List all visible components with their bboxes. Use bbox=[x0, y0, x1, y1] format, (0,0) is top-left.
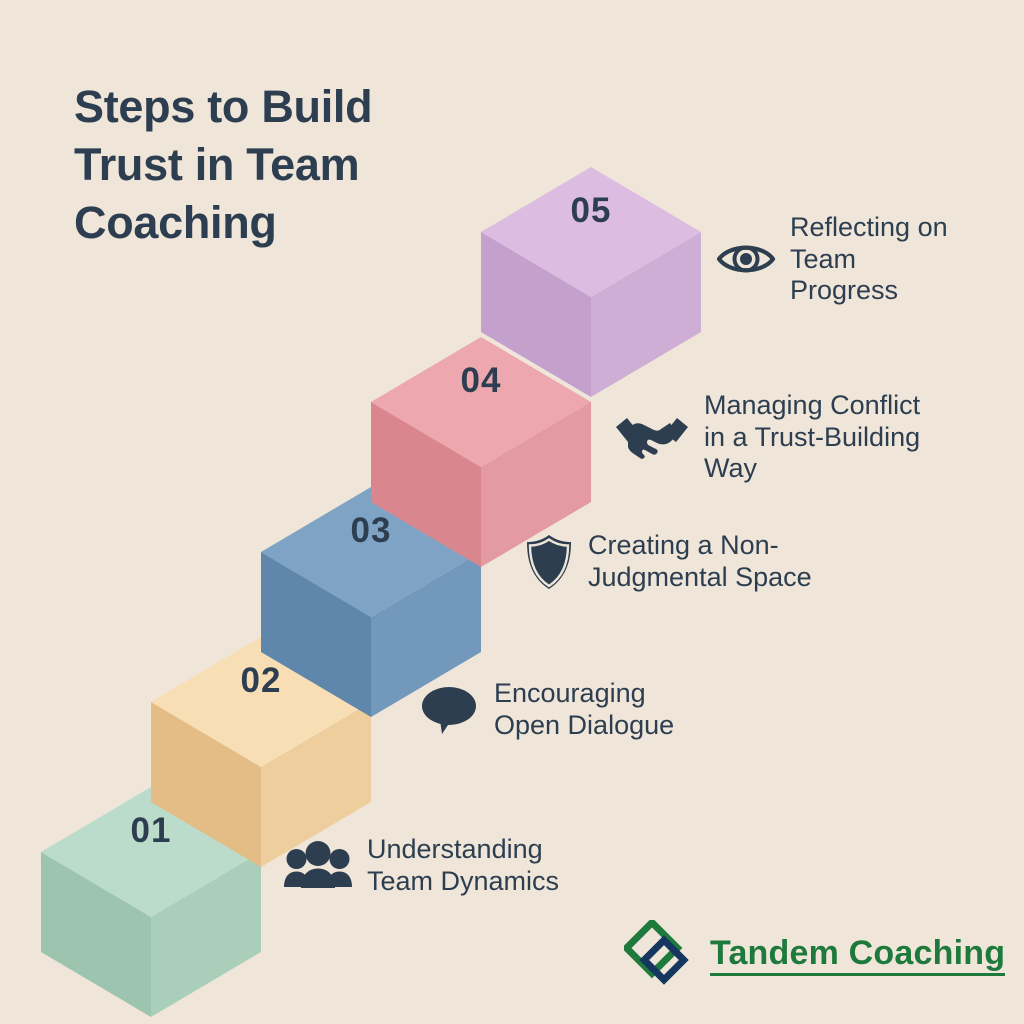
eye-icon bbox=[716, 245, 776, 273]
page-title: Steps to Build Trust in Team Coaching bbox=[74, 78, 494, 252]
cube-05-top-face bbox=[481, 167, 701, 297]
cube-05-left-face bbox=[481, 232, 591, 397]
step-row-04: Managing Conflict in a Trust-Building Wa… bbox=[614, 390, 968, 485]
speech-bubble-icon bbox=[422, 686, 476, 734]
cube-04-right-face bbox=[481, 402, 591, 567]
step-row-05: Reflecting on Team Progress bbox=[716, 212, 990, 307]
step-cube-04: 04 bbox=[371, 337, 591, 567]
cube-01-right-face bbox=[151, 852, 261, 1017]
shield-icon bbox=[527, 534, 571, 589]
title-line-3: Coaching bbox=[74, 197, 277, 249]
cube-04-number: 04 bbox=[461, 361, 502, 400]
handshake-icon bbox=[616, 418, 688, 460]
step-04-label: Managing Conflict in a Trust-Building Wa… bbox=[704, 390, 921, 484]
cube-04-left-face bbox=[371, 402, 481, 567]
step-02-label: Encouraging Open Dialogue bbox=[494, 678, 675, 740]
brand-logo[interactable]: Tandem Coaching bbox=[624, 920, 1006, 992]
step-row-03: Creating a Non- Judgmental Space bbox=[524, 530, 848, 593]
step-01-label: Understanding Team Dynamics bbox=[367, 834, 560, 896]
cube-02-right-face bbox=[261, 702, 371, 867]
step-row-02: Encouraging Open Dialogue bbox=[420, 678, 744, 741]
cube-04-top-face bbox=[371, 337, 591, 467]
step-03-label: Creating a Non- Judgmental Space bbox=[588, 530, 812, 592]
cube-05-right-face bbox=[591, 232, 701, 397]
step-05-label: Reflecting on Team Progress bbox=[790, 212, 948, 306]
cube-03-left-face bbox=[261, 552, 371, 717]
cube-02-number: 02 bbox=[241, 661, 282, 700]
brand-logo-text: Tandem Coaching bbox=[710, 935, 1006, 977]
interlocking-diamonds-logo-icon bbox=[624, 920, 689, 985]
cube-03-right-face bbox=[371, 552, 481, 717]
people-group-icon bbox=[284, 840, 352, 888]
cube-01-left-face bbox=[41, 852, 151, 1017]
step-row-01: Understanding Team Dynamics bbox=[283, 834, 627, 897]
cube-02-left-face bbox=[151, 702, 261, 867]
title-line-1: Steps to Build bbox=[74, 81, 373, 132]
title-line-2: Trust in Team bbox=[74, 139, 360, 191]
cube-01-number: 01 bbox=[131, 811, 172, 850]
cube-03-number: 03 bbox=[351, 511, 392, 550]
step-cube-05: 05 bbox=[481, 167, 701, 397]
step-cube-02: 02 bbox=[151, 637, 371, 867]
cube-05-number: 05 bbox=[571, 191, 612, 230]
